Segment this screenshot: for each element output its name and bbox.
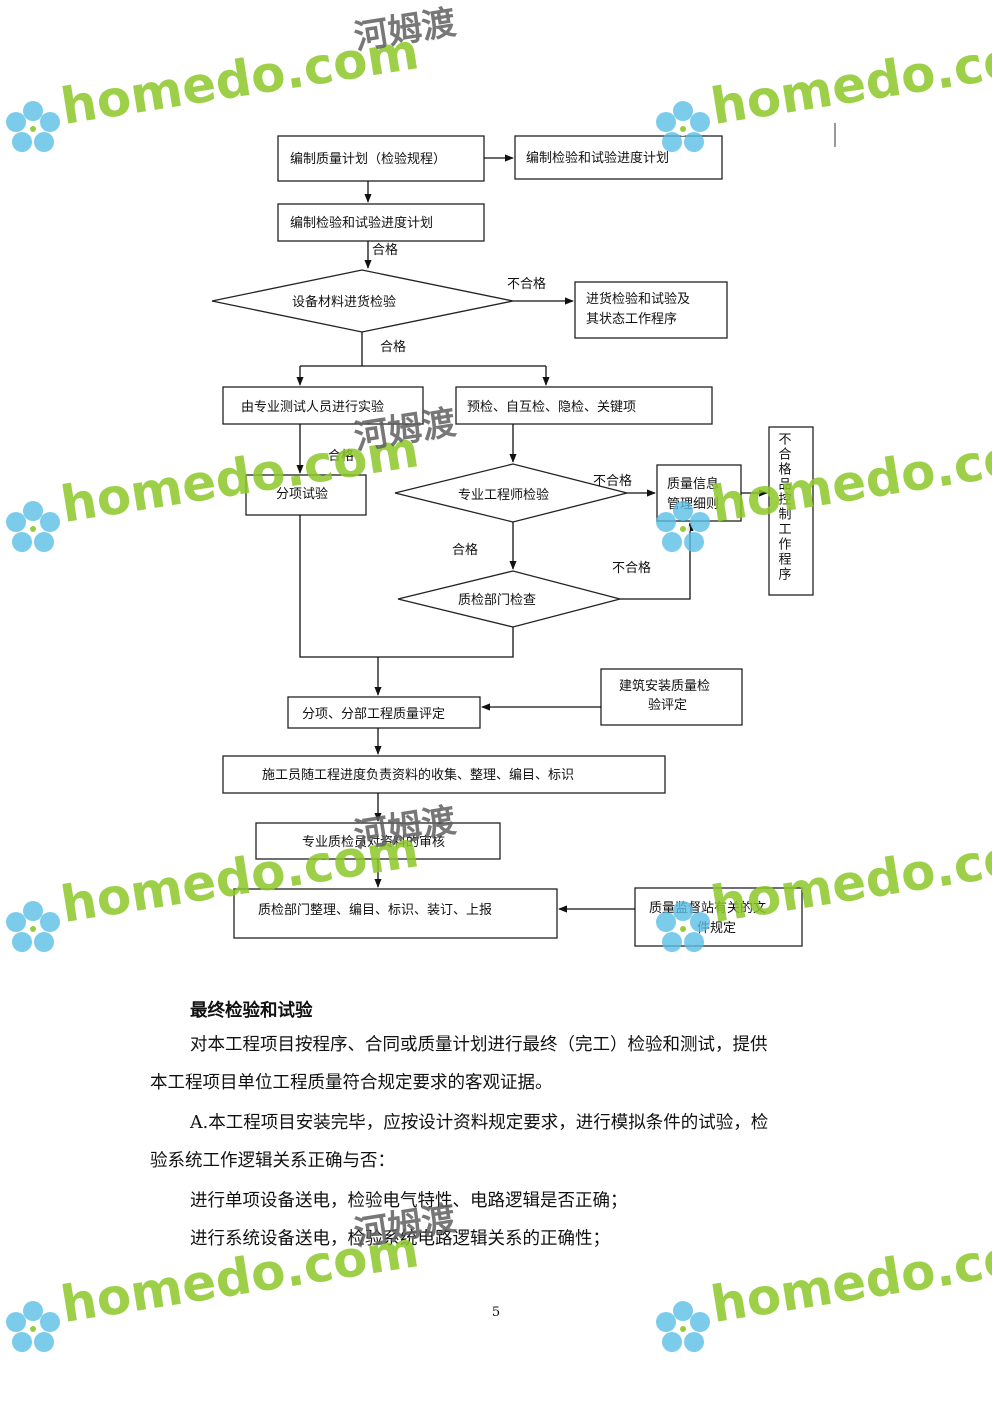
box-collection [222, 755, 666, 794]
label-fail-1: 不合格 [507, 276, 546, 292]
box-install-eval [600, 668, 743, 726]
box-quality-info [656, 464, 742, 522]
box-pre-checks [455, 386, 713, 425]
paragraph-line-6: 进行系统设备送电，检验系统电路逻辑关系的正确性； [190, 1229, 610, 1249]
paragraph-line-2: 本工程项目单位工程质量符合规定要求的客观证据。 [150, 1073, 553, 1093]
paragraph-line-5: 进行单项设备送电，检验电气特性、电路逻辑是否正确； [190, 1191, 628, 1211]
label-pass-3: 合格 [328, 448, 354, 464]
section-heading: 最终检验和试验 [190, 1001, 313, 1021]
box-dept-file-text: 质检部门整理、编目、标识、装订、上报 [258, 903, 492, 918]
box-plan-side-text: 编制检验和试验进度计划 [526, 150, 669, 166]
box-nonconforming [768, 426, 814, 596]
box-sub-test-text: 分项试验 [276, 486, 328, 502]
box-incoming-side-text-1: 进货检验和试验及 [586, 291, 690, 307]
box-quality-info-text-1: 质量信息 [667, 476, 719, 492]
box-evaluation-text: 分项、分部工程质量评定 [302, 707, 445, 722]
box-incoming-side-text-2: 其状态工作程序 [586, 312, 677, 327]
box-sub-test [245, 474, 367, 516]
box-test-staff [222, 386, 424, 425]
label-pass-2: 合格 [380, 339, 406, 355]
decision-engineer-text: 专业工程师检验 [458, 487, 549, 503]
box-schedule-text: 编制检验和试验进度计划 [290, 215, 433, 231]
box-collection-text: 施工员随工程进度负责资料的收集、整理、编目、标识 [262, 767, 574, 783]
label-pass-1: 合格 [372, 242, 398, 258]
label-pass-4: 合格 [452, 542, 478, 558]
box-test-staff-text: 由专业测试人员进行实验 [241, 399, 384, 415]
box-station-rules-text-2: 件规定 [697, 921, 736, 936]
box-incoming-side [574, 281, 728, 339]
box-plan-side [514, 135, 723, 180]
paragraph-line-3: A.本工程项目安装完毕，应按设计资料规定要求，进行模拟条件的试验，检 [190, 1113, 769, 1133]
decision-qc-dept-text: 质检部门检查 [458, 593, 536, 608]
label-fail-3: 不合格 [612, 560, 651, 576]
box-station-rules-text-1: 质量监督站有关的文 [649, 900, 766, 916]
box-nonconforming-text: 不合格品控制工作程序 [776, 432, 792, 582]
box-install-eval-text-1: 建筑安装质量检 [619, 678, 710, 694]
box-station-rules [634, 887, 803, 947]
box-review-text: 专业质检员对资料的审核 [302, 834, 445, 850]
box-schedule [277, 203, 485, 242]
corner-mark [834, 123, 836, 147]
decision-material-text: 设备材料进货检验 [292, 294, 396, 310]
box-evaluation [287, 696, 481, 729]
label-fail-2: 不合格 [593, 473, 632, 489]
box-install-eval-text-2: 验评定 [648, 697, 687, 713]
paragraph-line-4: 验系统工作逻辑关系正确与否： [150, 1151, 395, 1171]
box-quality-info-text-2: 管理细则 [667, 497, 719, 512]
page-number: 5 [491, 1305, 501, 1320]
quality-inspection-flowchart: 编制质量计划（检验规程） 编制检验和试验进度计划 编制检验和试验进度计划 进货检… [211, 135, 814, 947]
box-pre-checks-text: 预检、自互检、隐检、关键项 [467, 400, 636, 415]
box-dept-file [233, 888, 558, 939]
paragraph-line-1: 对本工程项目按程序、合同或质量计划进行最终（完工）检验和测试，提供 [190, 1035, 768, 1055]
box-plan-text: 编制质量计划（检验规程） [290, 151, 446, 167]
